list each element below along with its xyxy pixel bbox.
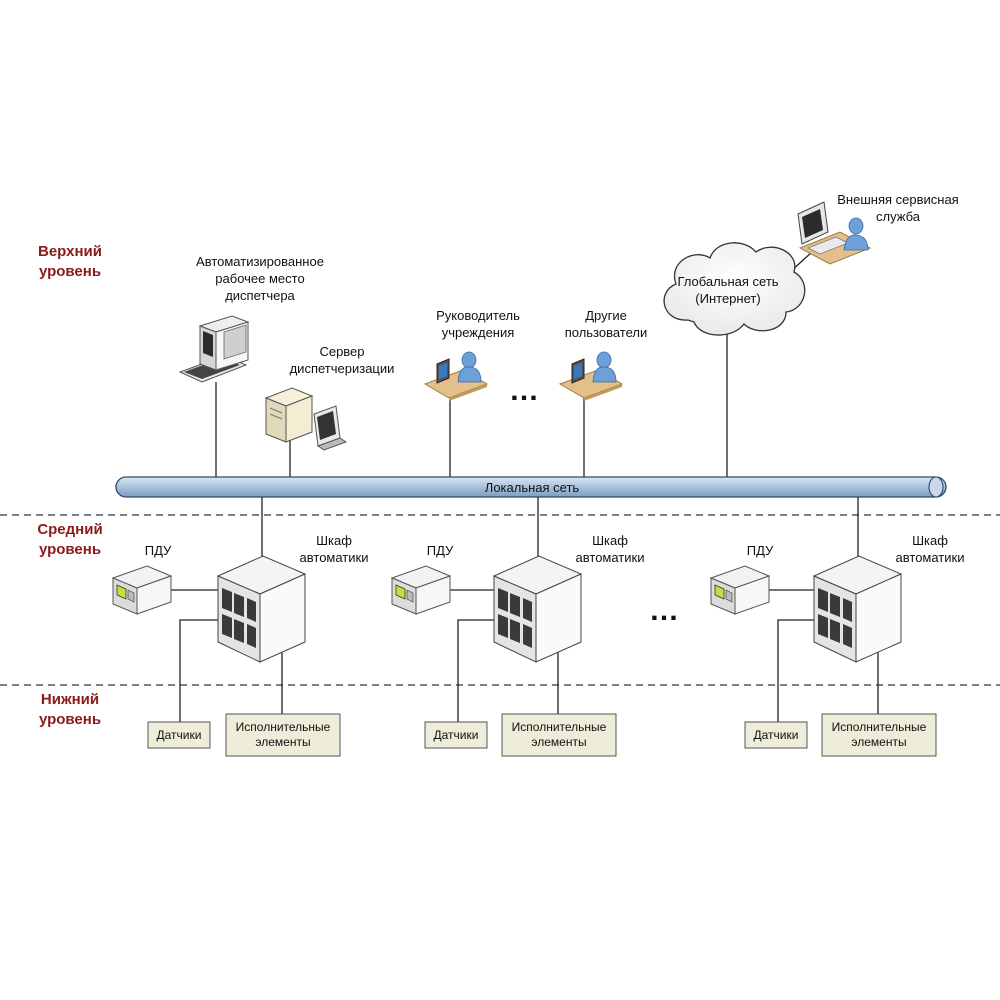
sensors-box [147, 721, 211, 749]
group-3-cabinet-label-2: автоматики [896, 550, 965, 565]
sensors-box [424, 721, 488, 749]
internet-cloud-icon [663, 242, 806, 336]
local-network-bus [115, 476, 947, 498]
level-upper-line1: Верхний [38, 243, 102, 260]
upper-ellipsis: … [509, 374, 539, 407]
server-icon [264, 387, 348, 451]
group-2-cabinet-label-2: автоматики [576, 550, 645, 565]
workstation-label-2: рабочее место [215, 271, 304, 286]
manager-label-1: Руководитель [436, 308, 520, 323]
group-3-sensor-link [777, 619, 814, 722]
group-1-cabinet-label-1: Шкаф [316, 533, 352, 548]
service-label-2: служба [876, 209, 921, 224]
sensors-box [744, 721, 808, 749]
control-panel-icon [112, 565, 172, 615]
server-label-1: Сервер [319, 344, 364, 359]
automation-group-3 [710, 497, 937, 757]
local-network-label: Локальная сеть [485, 480, 580, 495]
workstation-label-1: Автоматизированное [196, 254, 324, 269]
actuators-box [501, 713, 617, 757]
other-users-person-icon [559, 351, 623, 402]
manager-person-icon [424, 351, 488, 402]
group-1-pdu-label: ПДУ [145, 543, 172, 558]
automation-group-2 [391, 497, 617, 757]
workstation-computer-icon [178, 315, 250, 383]
group-1-cabinet-label-2: автоматики [300, 550, 369, 565]
manager-label-2: учреждения [442, 325, 515, 340]
level-lower-line2: уровень [39, 711, 101, 728]
group-3-cabinet-label-1: Шкаф [912, 533, 948, 548]
internet-label-2: (Интернет) [695, 291, 760, 306]
group-3-pdu-label: ПДУ [747, 543, 774, 558]
other-users-label-2: пользователи [565, 325, 648, 340]
automation-cabinet-icon [493, 555, 582, 663]
group-3-actuators-label-1: Исполнительные [832, 720, 927, 734]
other-users-label-1: Другие [585, 308, 627, 323]
group-3-actuators-label-2: элементы [851, 735, 906, 749]
group-2-sensor-link [457, 619, 494, 722]
group-2-cabinet-label-1: Шкаф [592, 533, 628, 548]
group-1-actuators-label-2: элементы [255, 735, 310, 749]
level-middle-line1: Средний [37, 521, 102, 538]
group-2-sensors-label: Датчики [434, 728, 479, 742]
group-1-sensor-link [179, 619, 218, 722]
group-2-pdu-label: ПДУ [427, 543, 454, 558]
actuators-box [225, 713, 341, 757]
group-1-actuators-label-1: Исполнительные [236, 720, 331, 734]
internet-label-1: Глобальная сеть [677, 274, 778, 289]
server-label-2: диспетчеризации [290, 361, 395, 376]
group-2-actuators-label-2: элементы [531, 735, 586, 749]
middle-ellipsis: … [649, 594, 679, 627]
control-panel-icon [710, 565, 770, 615]
automation-cabinet-icon [217, 555, 306, 663]
group-3-sensors-label: Датчики [754, 728, 799, 742]
workstation-label-3: диспетчера [225, 288, 295, 303]
group-1-sensors-label: Датчики [157, 728, 202, 742]
automation-group-1 [112, 497, 341, 757]
group-2-actuators-label-1: Исполнительные [512, 720, 607, 734]
actuators-box [821, 713, 937, 757]
automation-cabinet-icon [813, 555, 902, 663]
service-label-1: Внешняя сервисная [837, 192, 958, 207]
level-upper-line2: уровень [39, 263, 101, 280]
level-lower-line1: Нижний [41, 691, 99, 708]
control-panel-icon [391, 565, 451, 615]
external-service-workstation-icon [797, 201, 872, 265]
level-middle-line2: уровень [39, 541, 101, 558]
